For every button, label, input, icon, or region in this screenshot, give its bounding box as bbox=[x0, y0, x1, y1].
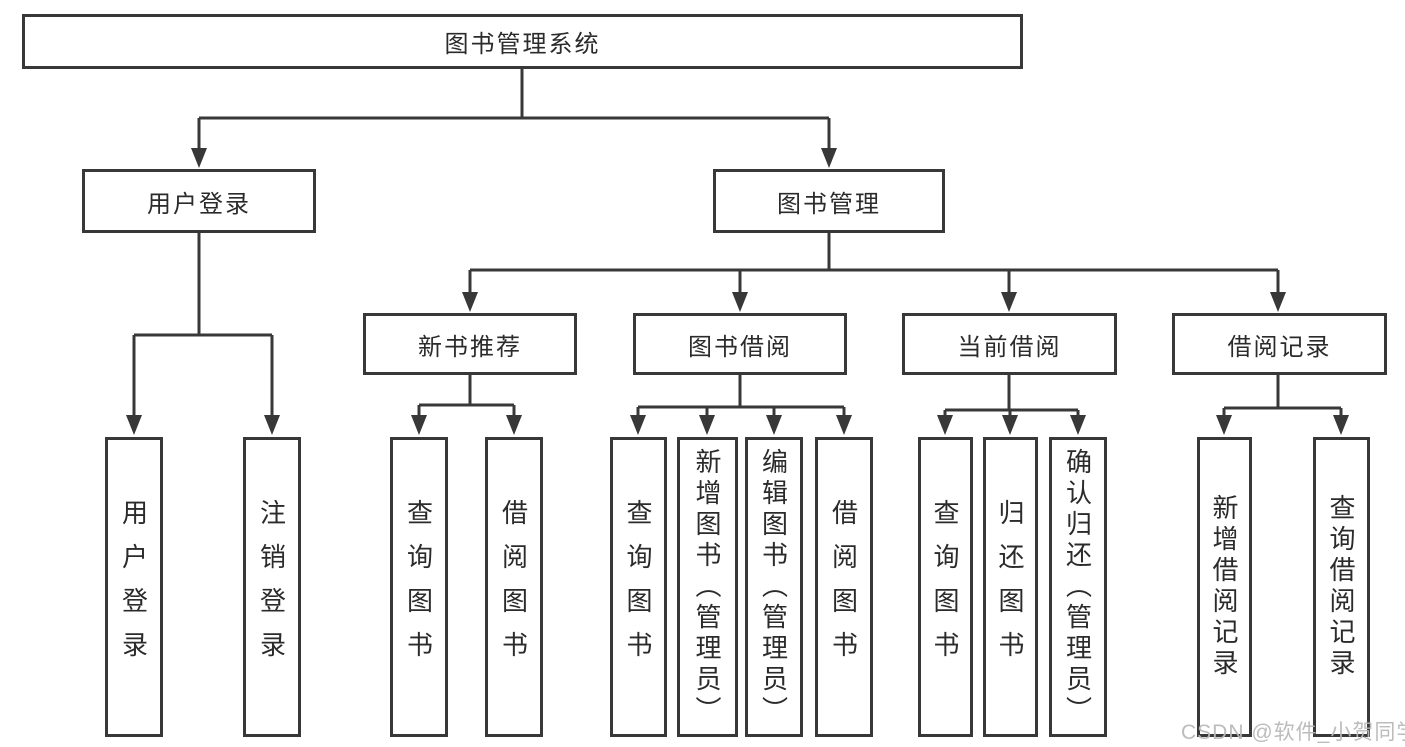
leaf-add-borrow-record: 新增借阅记录 bbox=[1197, 437, 1252, 737]
node-book-management: 图书管理 bbox=[713, 169, 945, 233]
leaf-query-borrow-record: 查询借阅记录 bbox=[1313, 437, 1370, 737]
node-current-borrowing: 当前借阅 bbox=[902, 313, 1117, 375]
leaf-edit-books-admin: 编辑图书（管理员） bbox=[745, 437, 803, 737]
leaf-query-books-recommend: 查询图书 bbox=[390, 437, 448, 737]
leaf-query-books-current: 查询图书 bbox=[918, 437, 973, 737]
leaf-add-books-admin: 新增图书（管理员） bbox=[677, 437, 738, 737]
node-book-borrowing: 图书借阅 bbox=[633, 313, 847, 375]
node-user-login: 用户登录 bbox=[82, 169, 316, 233]
leaf-confirm-return-admin: 确认归还（管理员） bbox=[1049, 437, 1107, 737]
leaf-borrow-books-borrowing: 借阅图书 bbox=[815, 437, 873, 737]
leaf-query-books-borrowing: 查询图书 bbox=[610, 437, 667, 737]
node-borrowing-records: 借阅记录 bbox=[1172, 313, 1387, 375]
node-library-management-system: 图书管理系统 bbox=[22, 14, 1023, 69]
leaf-return-books: 归还图书 bbox=[983, 437, 1038, 737]
watermark: CSDN @软件_小贺同学 bbox=[1181, 721, 1405, 744]
leaf-borrow-books-recommend: 借阅图书 bbox=[485, 437, 543, 737]
leaf-user-login: 用户登录 bbox=[105, 437, 163, 737]
leaf-logout: 注销登录 bbox=[243, 437, 301, 737]
node-new-book-recommend: 新书推荐 bbox=[363, 313, 577, 375]
